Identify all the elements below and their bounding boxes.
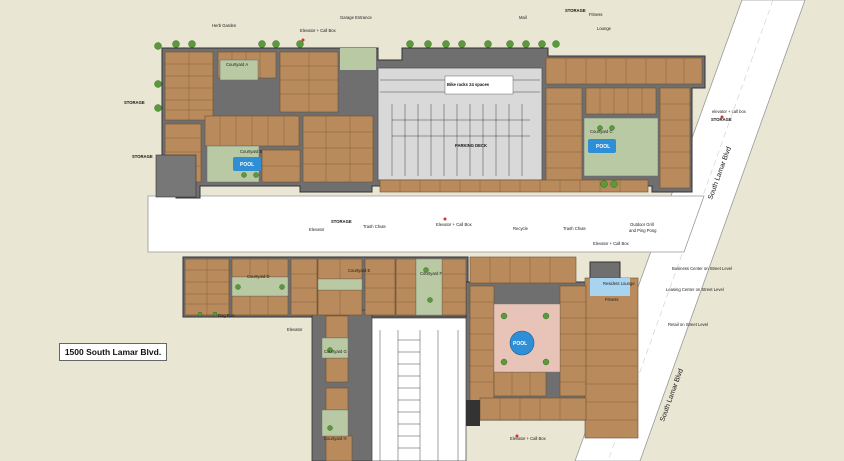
label-courtyard-g: Courtyard G — [324, 349, 347, 354]
label-fitness-north: Fitness — [589, 12, 603, 17]
address-label: 1500 South Lamar Blvd. — [59, 343, 167, 361]
label-courtyard-c: Courtyard C — [590, 129, 613, 134]
label-trash-chute-right: Trash Chute — [563, 226, 587, 231]
label-elevator-call-mid: Elevator + Call Box — [436, 222, 473, 227]
south-building — [182, 256, 639, 461]
label-outdoor-grill: Outdoor Grill — [630, 222, 654, 227]
label-leasing-center: Leasing Center on Street Level — [666, 287, 724, 292]
label-pool-north-right: POOL — [596, 144, 610, 150]
label-storage-right: STORAGE — [711, 117, 732, 122]
label-mail: Mail — [519, 15, 527, 20]
trees-north — [154, 40, 618, 188]
trees-south — [197, 267, 550, 431]
label-retail: Retail on Street Level — [668, 322, 708, 327]
north-building — [155, 47, 706, 199]
label-ping-pong: and Ping Pong — [629, 228, 657, 233]
label-garage-entrance: Garage Entrance — [340, 15, 373, 20]
label-fitness-south: Fitness — [605, 297, 619, 302]
pool-north-right — [588, 139, 616, 153]
label-courtyard-e: Courtyard E — [348, 268, 371, 273]
pool-north-left — [233, 157, 261, 171]
label-business-center: Business Center on Street Level — [672, 266, 732, 271]
label-elevator-south: Elevator — [287, 327, 303, 332]
label-courtyard-b: Courtyard B — [240, 149, 263, 154]
south-parking — [371, 317, 467, 461]
label-courtyard-h: Courtyard H — [324, 436, 347, 441]
label-pool-north-left: POOL — [240, 162, 254, 168]
label-storage-top: STORAGE — [565, 8, 586, 13]
pool-south — [509, 330, 535, 356]
label-courtyard-d: Courtyard D — [247, 274, 270, 279]
label-elevator-call-south: Elevator + Call Box — [510, 436, 547, 441]
label-storage-bottom: STORAGE — [132, 154, 153, 159]
label-parking-deck: PARKING DECK — [455, 143, 487, 148]
label-lounge: Lounge — [597, 26, 612, 31]
label-trash-chute-left: Trash Chute — [363, 224, 387, 229]
label-recycle: Recycle — [513, 226, 529, 231]
label-courtyard-f: Courtyard F — [420, 271, 443, 276]
label-resident-lounge: Resident Lounge — [603, 281, 635, 286]
label-bike-racks: Bike racks 24 spaces — [447, 82, 490, 87]
label-dog-run: Dog Run — [218, 313, 235, 318]
label-courtyard-a: Courtyard A — [226, 62, 248, 67]
label-elevator-north: Elevator — [309, 227, 325, 232]
label-pool-south: POOL — [513, 341, 527, 347]
road-cross-street — [147, 195, 705, 253]
label-elevator-call-right: elevator + call box — [712, 109, 747, 114]
label-elevator-call-lower: Elevator + Call Box — [593, 241, 630, 246]
label-herb-garden: Herb Garden — [212, 23, 237, 28]
label-elevator-call-top: Elevator + Call Box — [300, 28, 337, 33]
callbox-markers — [301, 38, 724, 438]
label-storage-mid: STORAGE — [331, 219, 352, 224]
label-storage-left: STORAGE — [124, 100, 145, 105]
